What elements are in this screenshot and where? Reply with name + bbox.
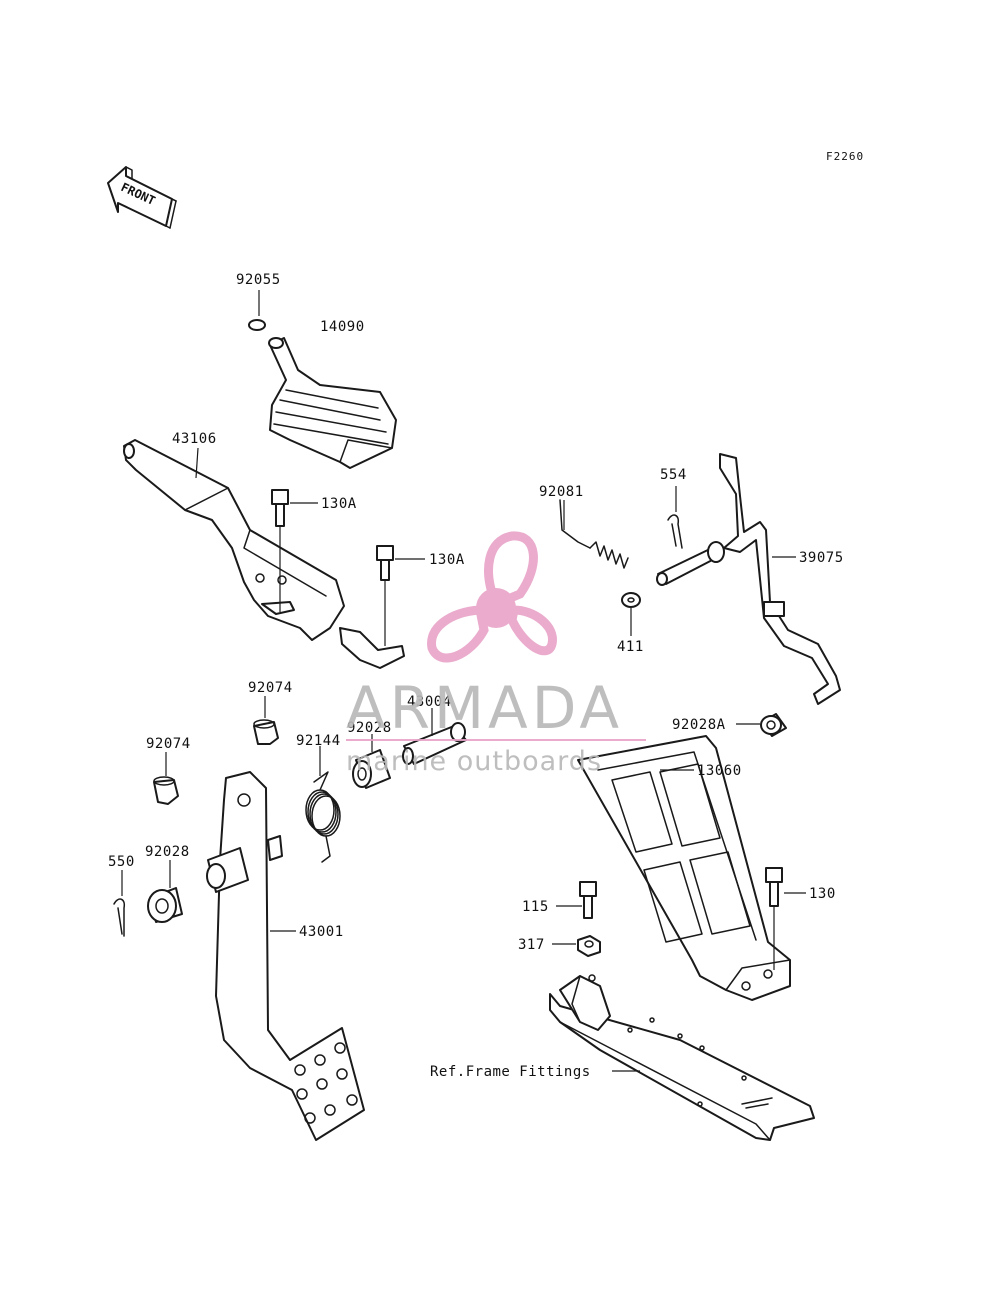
label-92074-lower: 92074 [146,736,191,752]
bushing-92028-upper: 92028 [347,720,392,789]
watermark-tagline: marine outboards [346,746,602,777]
watermark-brand: ARMADA [346,674,623,742]
shaft-39075: 39075 [656,453,844,705]
label-92081: 92081 [539,484,584,500]
bolt-130A-lower: 130A [376,545,465,646]
label-13060: 13060 [697,763,742,779]
label-14090: 14090 [320,319,365,335]
label-39075: 39075 [799,550,844,566]
bolt-115: 115 [522,881,597,919]
label-92055: 92055 [236,272,281,288]
hand-lever-43106: 43106 [123,431,405,669]
nut-317: 317 [518,935,601,957]
label-130A-lower: 130A [429,552,465,568]
label-130A-upper: 130A [321,496,357,512]
label-ref-frame-fittings: Ref.Frame Fittings [430,1064,591,1080]
bolt-130A-upper: 130A [271,489,357,612]
pedal-43001: 43001 [206,771,365,1141]
cotter-pin-550: 550 [108,854,135,937]
bushing-92028A: 92028A [672,713,787,737]
washer-411: 411 [617,592,644,655]
propeller-logo-icon [427,531,557,663]
watermark: ARMADA marine outboards [346,531,646,777]
spring-92144: 92144 [296,733,341,863]
label-411: 411 [617,639,644,655]
label-43004: 43004 [407,694,452,710]
cap-92074-lower: 92074 [146,736,191,805]
label-43001: 43001 [299,924,344,940]
label-92028A: 92028A [672,717,726,733]
label-130: 130 [809,886,836,902]
front-arrow-icon: FRONT [107,166,177,229]
bolt-130: 130 [765,867,836,970]
label-92074-upper: 92074 [248,680,293,696]
cotter-pin-554: 554 [660,467,687,549]
spring-92081: 92081 [539,484,629,569]
figure-code: F2260 [826,150,864,163]
bracket-13060: 13060 [577,735,791,1001]
o-ring-92055: 92055 [236,272,281,331]
label-92028-lower: 92028 [145,844,190,860]
label-550: 550 [108,854,135,870]
label-92028-upper: 92028 [347,720,392,736]
label-92144: 92144 [296,733,341,749]
label-43106: 43106 [172,431,217,447]
label-115: 115 [522,899,549,915]
cap-92074-upper: 92074 [248,680,293,745]
frame-fittings: Ref.Frame Fittings [430,974,815,1141]
bushing-92028-lower: 92028 [145,844,190,923]
boot-14090: 14090 [268,319,397,469]
label-554: 554 [660,467,687,483]
label-317: 317 [518,937,545,953]
